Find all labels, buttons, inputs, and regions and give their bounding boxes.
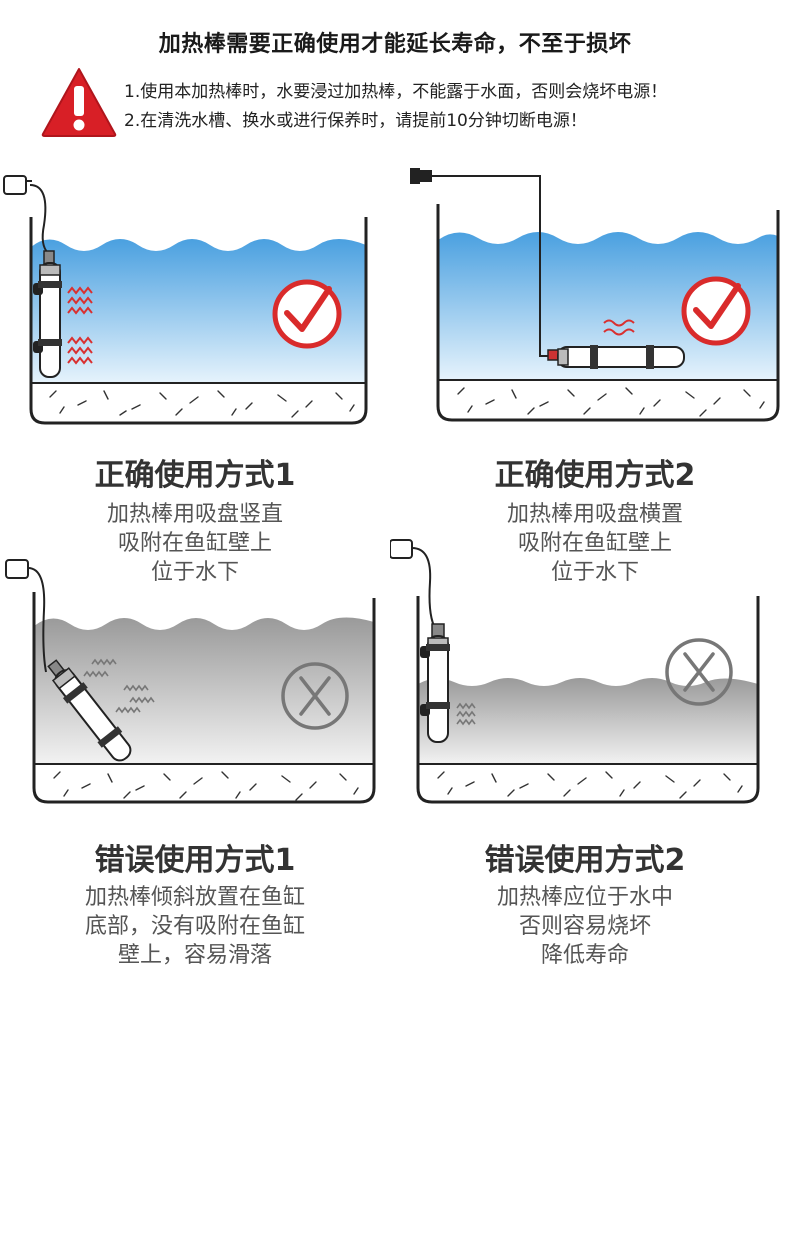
cross-circle-icon bbox=[665, 638, 733, 706]
warning-triangle-icon bbox=[41, 68, 117, 137]
correct-usage-2-title: 正确使用方式2 bbox=[494, 458, 696, 493]
wrong-usage-2-desc: 加热棒应位于水中 否则容易烧坏 降低寿命 bbox=[496, 885, 673, 968]
page-title: 加热棒需要正确使用才能延长寿命，不至于损坏 bbox=[158, 32, 632, 57]
heat-waves bbox=[67, 286, 93, 365]
correct-usage-1-title: 正确使用方式1 bbox=[94, 458, 296, 493]
warning-line-1: 1.使用本加热棒时，水要浸过加热棒，不能露于水面，否则会烧坏电源！ bbox=[124, 82, 668, 102]
check-circle-icon bbox=[272, 279, 342, 349]
cross-circle-icon bbox=[281, 662, 349, 730]
check-circle-icon bbox=[681, 276, 751, 346]
water bbox=[31, 239, 366, 383]
wrong-usage-1-illustration bbox=[5, 559, 376, 804]
wrong-usage-1-desc: 加热棒倾斜放置在鱼缸 底部，没有吸附在鱼缸 壁上，容易滑落 bbox=[84, 885, 305, 968]
correct-usage-1-illustration bbox=[3, 175, 368, 425]
heater bbox=[33, 250, 62, 378]
wrong-usage-1-title: 错误使用方式1 bbox=[94, 843, 296, 878]
correct-usage-1-desc: 加热棒用吸盘竖直 吸附在鱼缸壁上 位于水下 bbox=[106, 502, 283, 585]
warning-line-2: 2.在清洗水槽、换水或进行保养时，请提前10分钟切断电源！ bbox=[124, 111, 587, 131]
gravel bbox=[49, 390, 355, 418]
correct-usage-2-desc: 加热棒用吸盘横置 吸附在鱼缸壁上 位于水下 bbox=[506, 502, 683, 585]
correct-usage-2-illustration bbox=[410, 168, 780, 422]
wrong-usage-2-illustration bbox=[390, 539, 760, 804]
wrong-usage-2-title: 错误使用方式2 bbox=[484, 843, 686, 878]
